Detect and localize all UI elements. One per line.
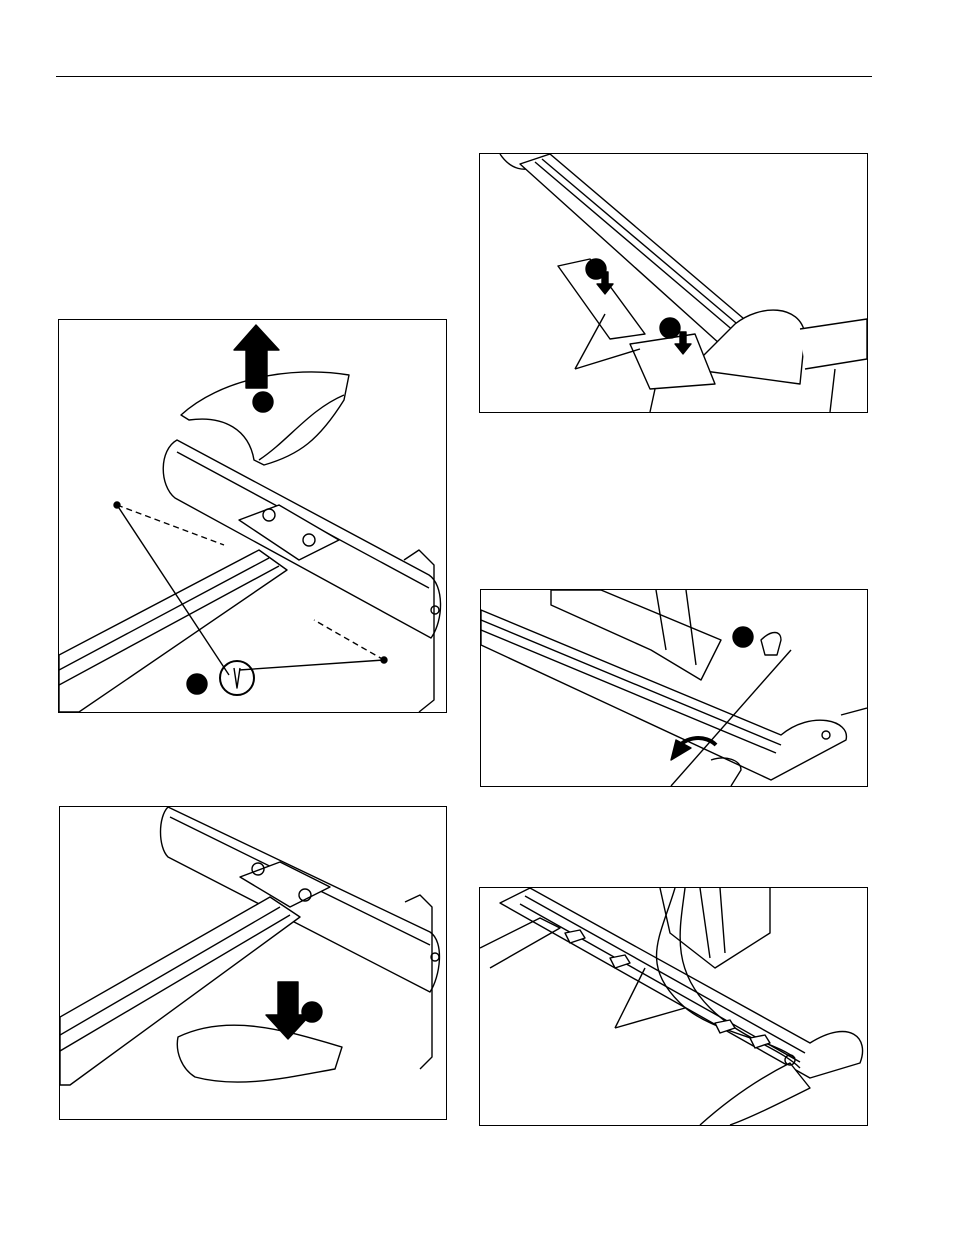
callout-marker	[733, 627, 753, 647]
header-rule	[56, 76, 872, 77]
callout-marker	[187, 674, 207, 694]
callout-marker	[660, 318, 680, 338]
arm	[59, 550, 287, 712]
callout-marker	[302, 1002, 322, 1022]
figure-remove-top-cover	[58, 319, 447, 713]
figure-hand-clip	[480, 589, 868, 787]
slide-panel	[630, 334, 715, 389]
figure-cable-routing	[479, 887, 868, 1126]
hand-icon	[761, 633, 781, 656]
figure-insert-slides	[479, 153, 868, 413]
bottom-cover	[177, 1025, 342, 1082]
callout-marker	[253, 392, 273, 412]
figure-install-bottom-cover	[59, 806, 447, 1120]
screwdriver-rotate-icon	[220, 661, 254, 695]
